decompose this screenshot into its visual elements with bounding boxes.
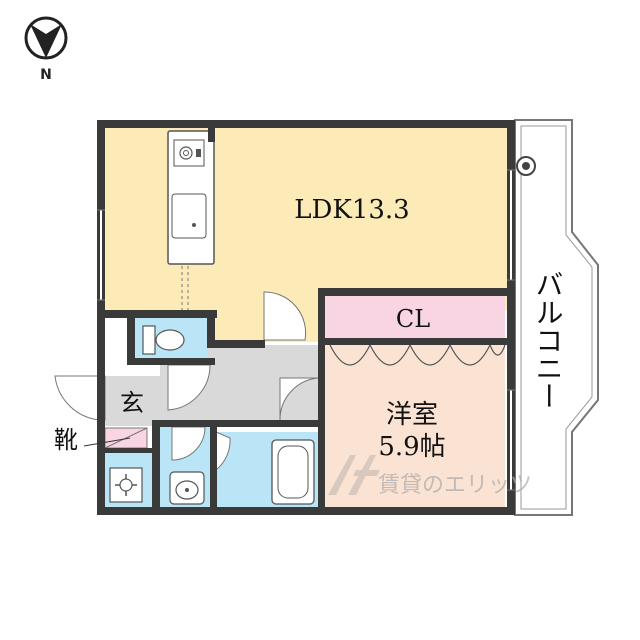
- windows: [100, 170, 512, 490]
- washing-machine-icon: [109, 467, 143, 503]
- bathtub-icon: [271, 439, 315, 505]
- outdoor-unit-icon: [516, 156, 536, 176]
- door-swings: [54, 291, 319, 472]
- entrance-floor: [105, 376, 160, 426]
- stove-icon: [173, 139, 205, 167]
- shoes-leader: [83, 437, 131, 447]
- balcony-label: バルコニー: [532, 270, 565, 410]
- watermark-text: 賃貸のエリッツ: [378, 473, 532, 498]
- toilet-icon: [142, 325, 185, 355]
- western-room-label-line2: 5.9帖: [378, 432, 445, 462]
- western-room-label-line1: 洋室: [386, 400, 438, 430]
- ldk-label: LDK13.3: [294, 195, 409, 225]
- eletz-logo-icon: [328, 455, 380, 495]
- walls: [97, 120, 515, 515]
- north-arrow-icon: [24, 16, 68, 60]
- shoes-label: 靴: [54, 426, 78, 454]
- closet-doors: [329, 344, 506, 366]
- compass-label: N: [40, 67, 52, 83]
- western-room: [325, 345, 505, 507]
- entrance-label: 玄: [120, 389, 144, 417]
- balcony: [514, 119, 599, 516]
- closet-label: CL: [396, 305, 430, 333]
- wash-basin-icon: [169, 471, 205, 505]
- closet-room: [325, 296, 505, 338]
